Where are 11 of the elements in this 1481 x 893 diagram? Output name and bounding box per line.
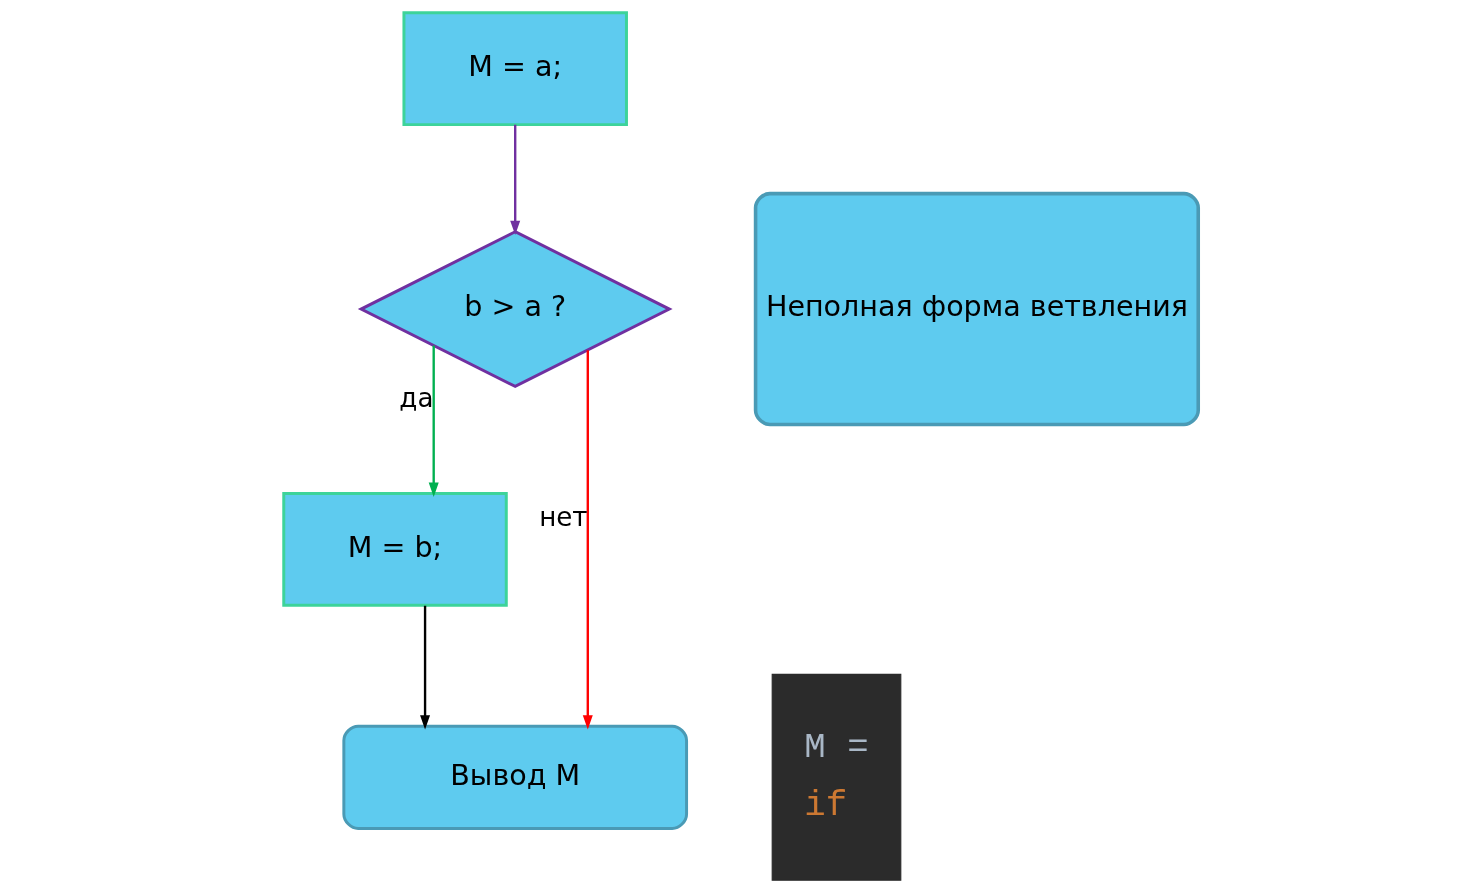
node-box: M = b; [281,492,508,607]
edge-label: нет [538,501,588,532]
node-box: Вывод M [341,724,688,830]
arrow [419,605,430,730]
arrow [509,124,520,236]
arrow [582,350,593,730]
node-box: M = if [771,673,901,881]
node-box: M = a; [401,11,628,127]
node-box: Неполная форма ветвления [753,191,1200,427]
node-diamond: b > a ? [357,230,673,389]
arrow [428,345,439,497]
